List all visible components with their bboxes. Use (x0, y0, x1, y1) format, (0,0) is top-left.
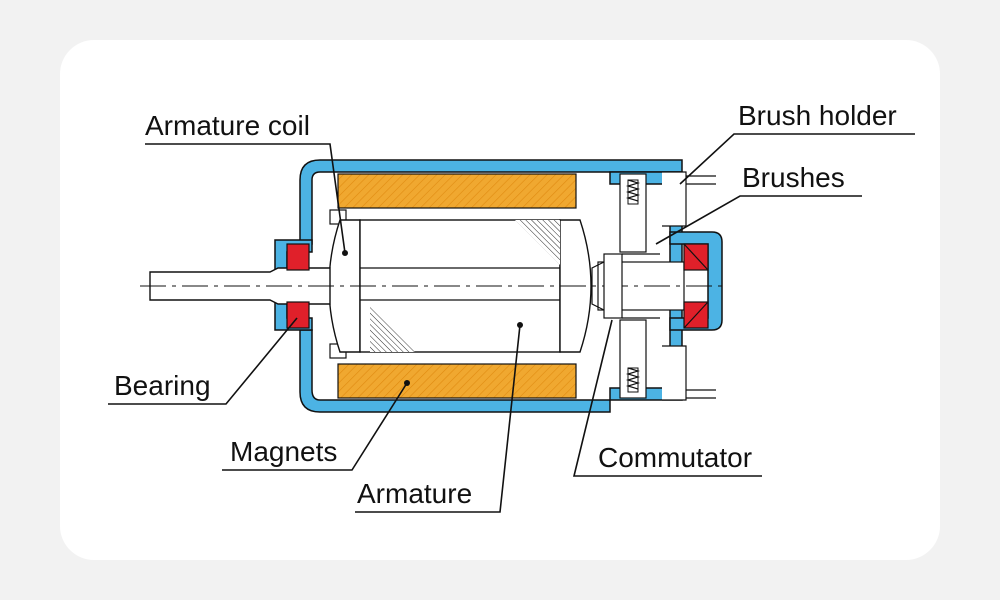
bearings (286, 243, 709, 329)
commutator (591, 253, 660, 319)
label-brush-holder: Brush holder (738, 100, 897, 131)
pointer-dot-armature (517, 322, 523, 328)
leader-bearing (108, 317, 298, 405)
leader-magnets (222, 382, 408, 471)
leader-brush-holder (679, 133, 915, 185)
leader-lines (108, 133, 915, 513)
leader-brushes (655, 195, 862, 245)
label-magnets: Magnets (230, 436, 337, 467)
pointer-dot-armature-coil (342, 250, 348, 256)
brushes (619, 173, 647, 399)
label-armature: Armature (357, 478, 472, 509)
magnets (337, 173, 577, 399)
label-bearing: Bearing (114, 370, 211, 401)
armature-body (328, 209, 592, 359)
pointer-dot-magnets (404, 380, 410, 386)
leader-armature-coil (145, 143, 346, 254)
label-commutator: Commutator (598, 442, 752, 473)
brush-holder (662, 171, 716, 401)
leader-armature (355, 324, 521, 513)
label-armature-coil: Armature coil (145, 110, 310, 141)
label-brushes: Brushes (742, 162, 845, 193)
leader-commutator (572, 319, 762, 477)
